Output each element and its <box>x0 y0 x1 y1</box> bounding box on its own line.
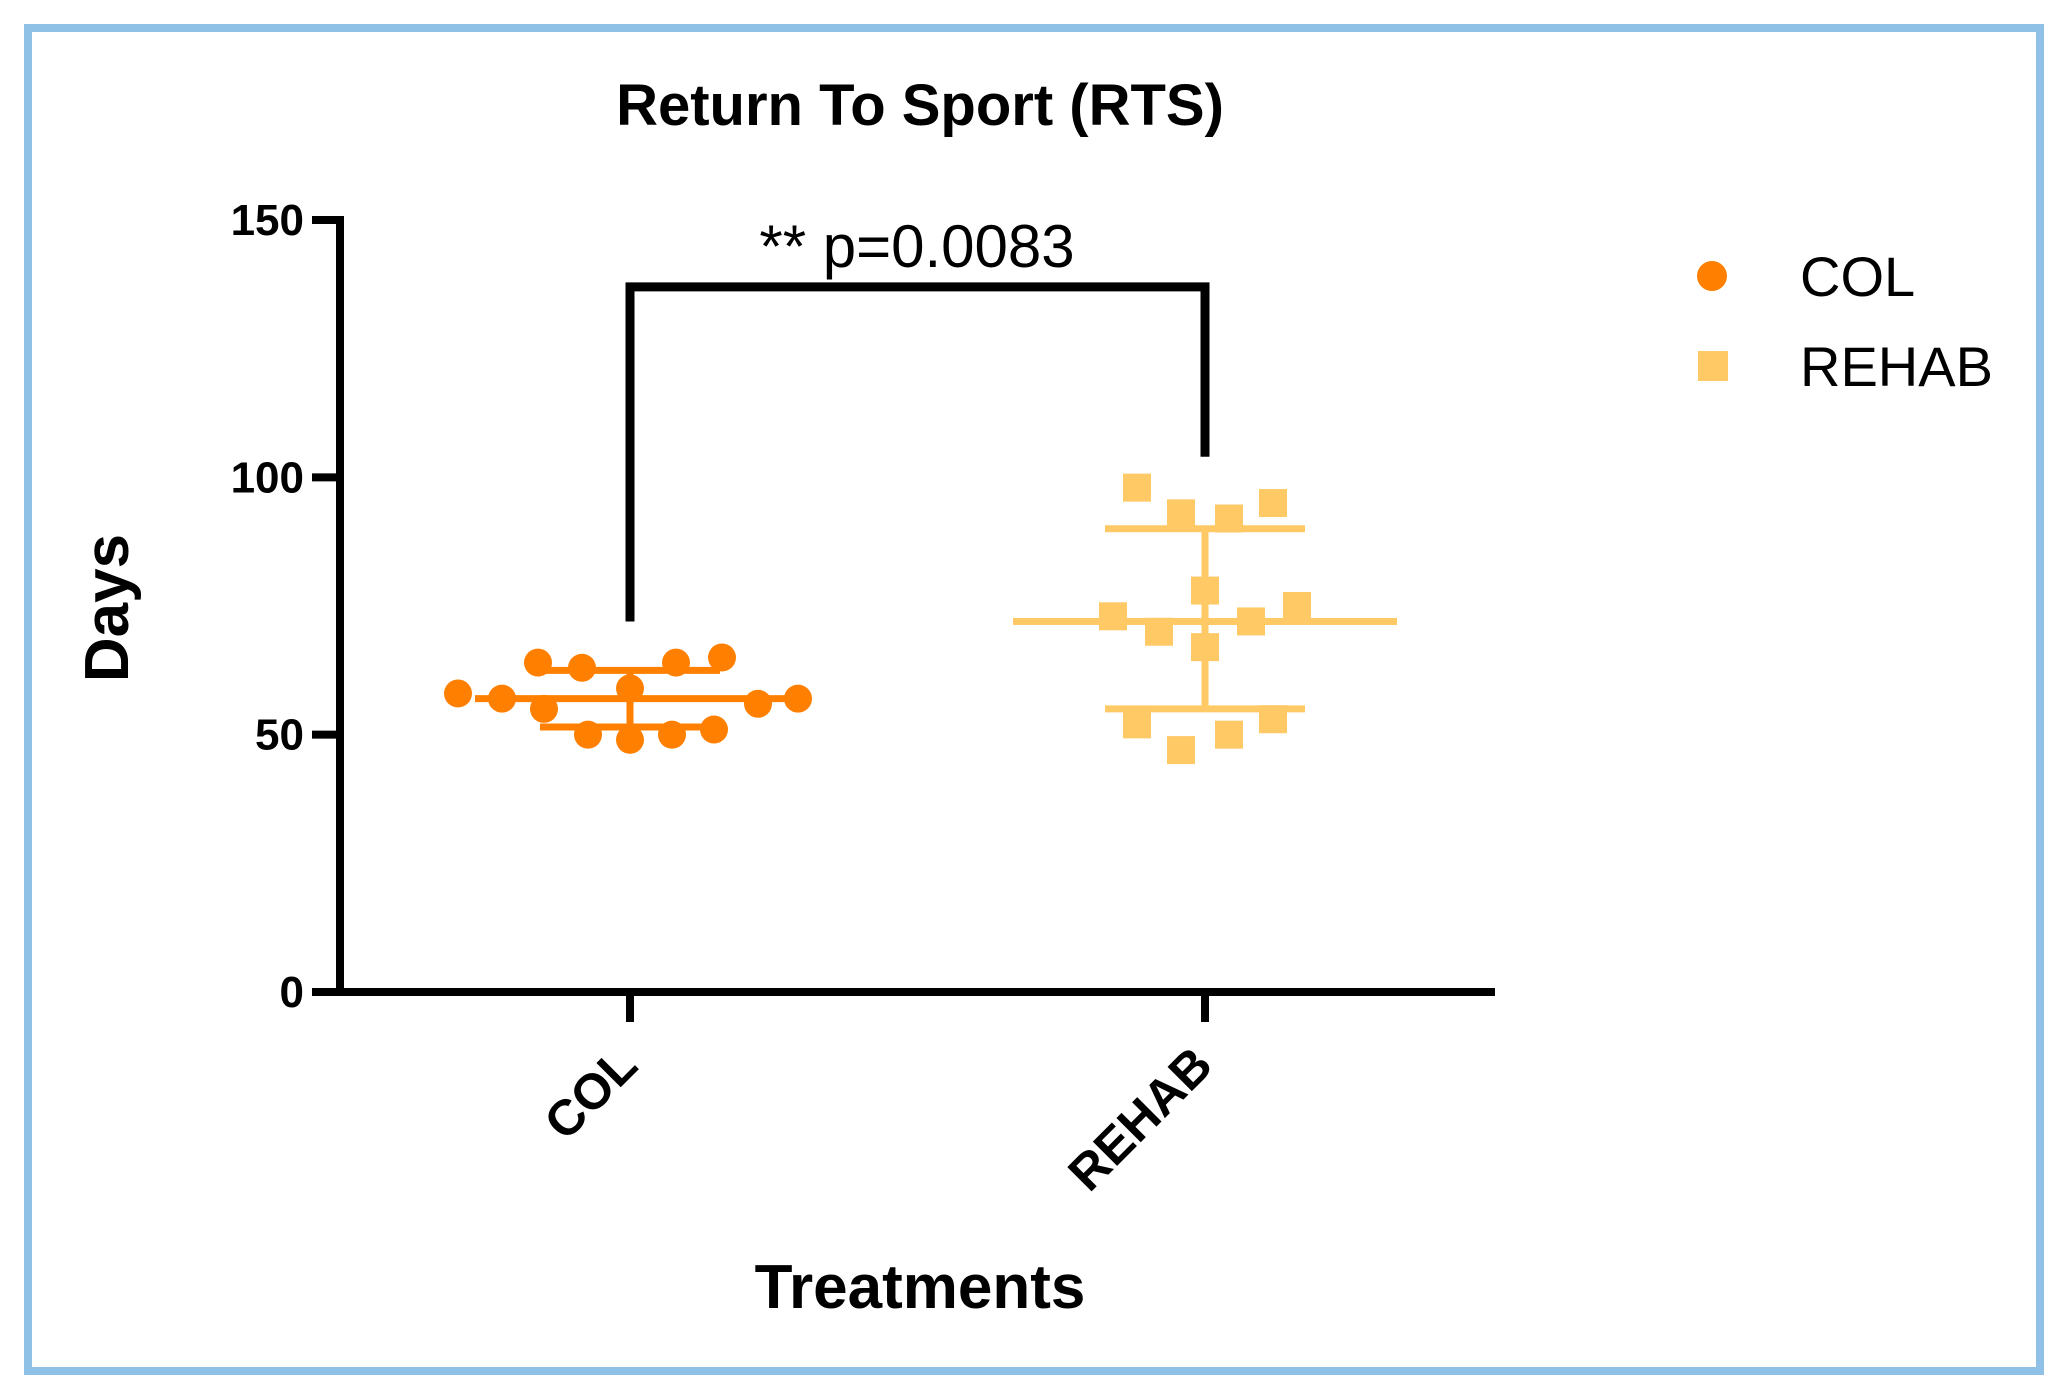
x-axis-ticks: COL REHAB <box>534 992 1223 1201</box>
chart-frame <box>24 24 2044 1375</box>
data-points <box>444 473 1311 765</box>
x-axis-label: Treatments <box>755 1253 1086 1322</box>
y-tick-label: 0 <box>280 968 304 1017</box>
p-value-annotation: ** p=0.0083 <box>759 213 1074 280</box>
col-point <box>662 648 690 677</box>
rehab-point <box>1123 473 1151 502</box>
rehab-point <box>1123 710 1151 739</box>
col-point <box>784 684 812 713</box>
y-tick-label: 100 <box>231 453 304 502</box>
col-point <box>700 715 728 744</box>
col-point <box>574 720 602 749</box>
legend-label-rehab: REHAB <box>1800 335 1993 398</box>
legend-marker-rehab <box>1698 351 1728 381</box>
col-point <box>658 720 686 749</box>
rehab-point <box>1237 607 1265 636</box>
legend-marker-col <box>1697 261 1727 291</box>
col-point <box>568 653 596 682</box>
rehab-point <box>1099 602 1127 631</box>
rehab-point <box>1215 504 1243 533</box>
rehab-point <box>1167 736 1195 765</box>
legend-label-col: COL <box>1800 245 1915 308</box>
col-point <box>524 648 552 677</box>
y-axis-label: Days <box>73 534 142 682</box>
rehab-point <box>1215 720 1243 749</box>
col-point <box>744 689 772 718</box>
col-point <box>616 674 644 703</box>
col-point <box>616 725 644 754</box>
y-tick-label: 50 <box>255 711 304 760</box>
significance-bracket: ** p=0.0083 <box>625 213 1210 622</box>
rehab-point <box>1191 633 1219 662</box>
col-point <box>444 679 472 708</box>
rehab-point <box>1145 617 1173 646</box>
rehab-point <box>1167 499 1195 528</box>
col-point <box>488 684 516 713</box>
rehab-point <box>1259 705 1287 734</box>
x-tick-label: COL <box>534 1036 648 1150</box>
rehab-point <box>1283 592 1311 620</box>
x-tick-label: REHAB <box>1057 1036 1222 1201</box>
chart-title: Return To Sport (RTS) <box>616 73 1224 138</box>
rehab-point <box>1259 489 1287 518</box>
rehab-point <box>1191 576 1219 605</box>
col-point <box>530 694 558 723</box>
axes <box>336 216 1495 996</box>
bracket-line <box>625 282 1210 622</box>
y-axis-ticks: 0 50 100 150 <box>231 196 340 1017</box>
y-tick-label: 150 <box>231 196 304 245</box>
legend: COL REHAB <box>1697 245 1993 398</box>
col-point <box>708 643 736 672</box>
